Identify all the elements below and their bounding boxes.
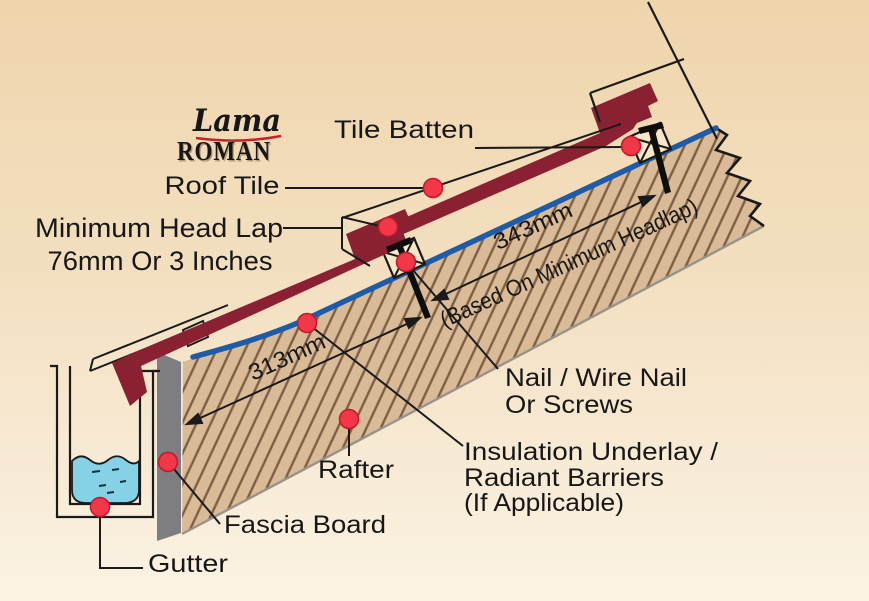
rafter-marker	[338, 408, 360, 430]
eave-board-top-line	[92, 304, 229, 360]
head-lap-label-line1: Minimum Head Lap	[35, 213, 283, 243]
rafter-label: Rafter	[318, 456, 394, 484]
insulation-label-line1: Insulation Underlay /	[464, 438, 718, 466]
nail-leader	[405, 261, 499, 370]
middle-nail-head	[386, 237, 412, 253]
gutter-marker	[89, 496, 111, 518]
top-nail	[638, 122, 671, 194]
head-lap-label-line2: 76mm Or 3 Inches	[48, 246, 273, 276]
gutter-water	[71, 455, 140, 504]
dim-line-343	[432, 195, 655, 301]
roof-tile-marker	[422, 177, 444, 199]
nail-label-line2: Or Screws	[505, 391, 633, 419]
underlay-line	[190, 125, 719, 360]
underlay-marker	[296, 312, 318, 334]
fascia-label: Fascia Board	[224, 511, 386, 539]
dimension-313	[184, 316, 423, 426]
gutter-leader	[99, 507, 143, 569]
leader-lines	[99, 123, 625, 569]
top-outline-drop	[588, 92, 602, 123]
rafter-section	[181, 126, 765, 536]
insulation-leader	[306, 322, 464, 447]
break-line-zigzag	[713, 126, 765, 228]
gutter-inner-wall	[68, 366, 157, 506]
upper-roof-tile	[386, 83, 658, 239]
dimension-343	[430, 194, 657, 302]
lower-roof-tile	[112, 209, 413, 406]
brand-logo-text: Lama	[192, 103, 281, 139]
roof-tile-leader-diag	[341, 123, 622, 219]
dim-arrow-313-right	[403, 316, 423, 330]
brand-underline-swash	[195, 134, 282, 142]
nail-marker	[395, 251, 417, 273]
top-nail-head	[638, 122, 664, 134]
insulation-label-line2: Radiant Barriers	[464, 464, 664, 492]
rafter-bottom-edge	[181, 224, 765, 536]
water-ripples	[91, 468, 127, 494]
dim-arrow-313-left	[184, 412, 204, 426]
tile-batten-marker	[620, 135, 642, 157]
marker-dots	[89, 135, 642, 518]
fascia-marker	[157, 451, 179, 473]
rafter-hatch	[182, 128, 764, 534]
fascia-leader	[167, 461, 221, 525]
top-nail-shaft	[648, 127, 671, 194]
dim-line-313	[186, 317, 421, 425]
head-lap-bracket-top	[341, 216, 385, 228]
roof-outline	[588, 1, 718, 140]
roof-tile-label: Roof Tile	[165, 172, 280, 200]
insulation-label-line3: (If Applicable)	[464, 489, 624, 517]
series-logo-text: ROMAN	[177, 136, 271, 166]
head-lap-marker	[377, 216, 399, 238]
fascia-board	[157, 352, 181, 541]
head-lap-bracket-bottom	[341, 248, 371, 267]
top-outline-line	[589, 57, 685, 95]
eave-board-end-line	[89, 358, 94, 372]
nail-label-line1: Nail / Wire Nail	[505, 364, 687, 392]
dim-arrow-343-right	[637, 194, 657, 208]
ridge-end-cap-line	[647, 1, 718, 140]
gutter-label: Gutter	[148, 550, 228, 578]
tile-batten-label: Tile Batten	[334, 116, 474, 144]
gutter-assembly	[50, 364, 160, 519]
